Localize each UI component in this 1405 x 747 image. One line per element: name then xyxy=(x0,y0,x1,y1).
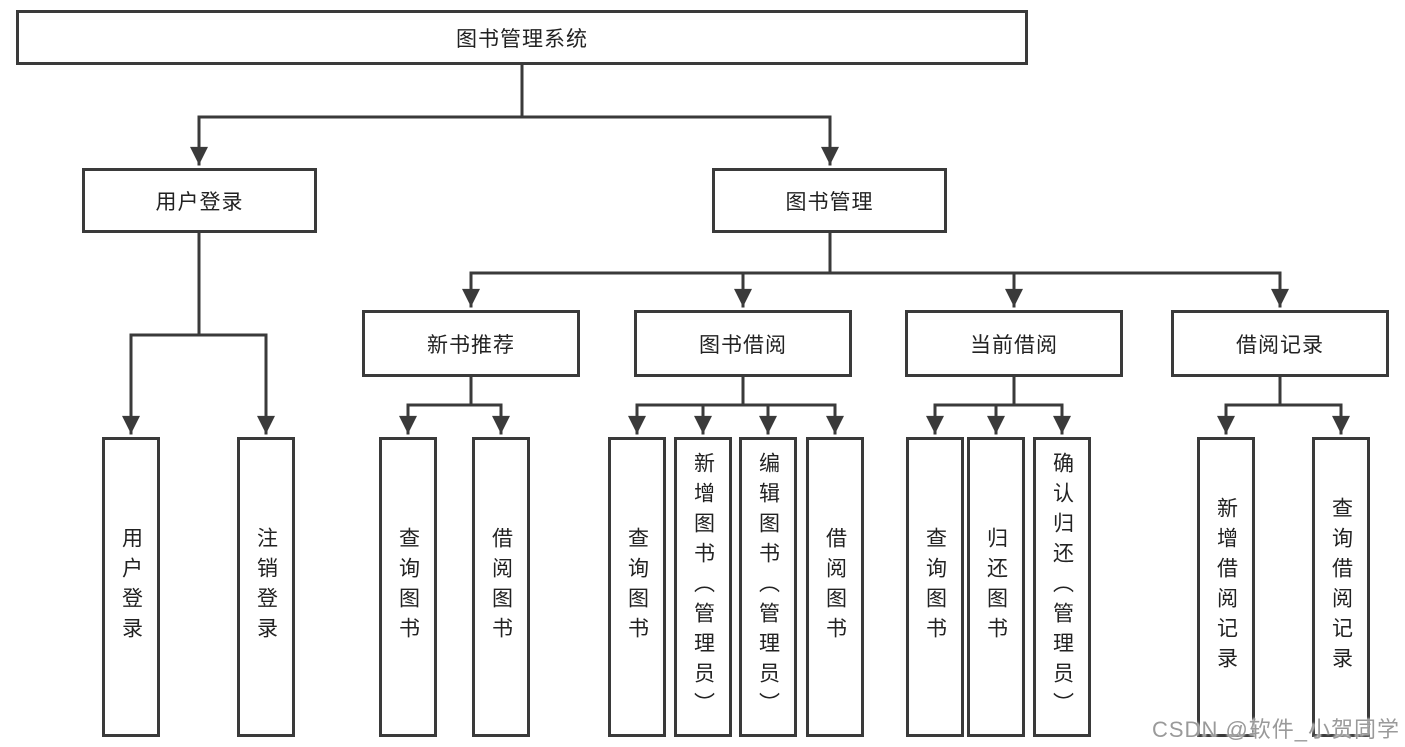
leaf-query-books-recommend: 查询图书 xyxy=(379,437,437,737)
leaf-borrow-books: 借阅图书 xyxy=(806,437,864,737)
leaf-edit-books-admin: 编辑图书（管理员） xyxy=(739,437,797,737)
leaf-query-books-borrowing: 查询图书 xyxy=(608,437,666,737)
node-root-system: 图书管理系统 xyxy=(16,10,1028,65)
leaf-logout: 注销登录 xyxy=(237,437,295,737)
leaf-query-books-current: 查询图书 xyxy=(906,437,964,737)
node-new-book-recommendation: 新书推荐 xyxy=(362,310,580,377)
node-current-borrowing: 当前借阅 xyxy=(905,310,1123,377)
leaf-query-borrow-record: 查询借阅记录 xyxy=(1312,437,1370,737)
leaf-add-borrow-record: 新增借阅记录 xyxy=(1197,437,1255,737)
leaf-add-books-admin: 新增图书（管理员） xyxy=(674,437,732,737)
leaf-borrow-books-recommend: 借阅图书 xyxy=(472,437,530,737)
leaf-confirm-return-admin: 确认归还（管理员） xyxy=(1033,437,1091,737)
node-borrowing-records: 借阅记录 xyxy=(1171,310,1389,377)
leaf-return-books: 归还图书 xyxy=(967,437,1025,737)
node-book-management: 图书管理 xyxy=(712,168,947,233)
csdn-watermark: CSDN @软件_小贺同学 xyxy=(1152,717,1401,742)
node-book-borrowing: 图书借阅 xyxy=(634,310,852,377)
node-user-login: 用户登录 xyxy=(82,168,317,233)
leaf-user-login: 用户登录 xyxy=(102,437,160,737)
